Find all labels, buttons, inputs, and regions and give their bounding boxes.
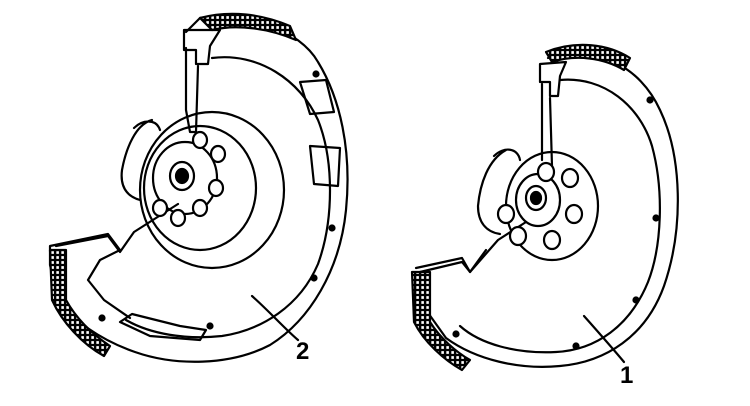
flywheel-2-crank (120, 118, 162, 202)
flywheel-1-teeth-bottom (410, 270, 472, 372)
callout-2: 2 (296, 338, 310, 365)
flywheel-1 (410, 43, 679, 372)
flywheel-2-bolts (151, 130, 227, 228)
flywheel-2-rib-2 (308, 144, 342, 188)
flywheel-2-teeth-top (198, 12, 298, 42)
flywheel-2-holes (98, 70, 336, 330)
flywheel-2-rib-1 (298, 78, 336, 116)
flywheel-1-leader (582, 314, 626, 364)
flywheel-1-inner-rim (458, 78, 661, 354)
flywheel-1-crank (476, 148, 522, 236)
flywheel-2-cutaway-top (182, 28, 222, 66)
flywheel-1-holes (452, 96, 660, 350)
flywheel-1-rim (418, 52, 679, 368)
flywheel-1-cutaway-bottom (414, 220, 528, 274)
flywheel-2-leader (250, 294, 300, 342)
flywheel-2 (48, 12, 349, 363)
flywheel-1-bolts (496, 161, 584, 251)
flywheel-2-rib-3 (118, 312, 208, 342)
flywheel-1-teeth-top (544, 43, 632, 72)
flywheel-1-cutaway-top (538, 60, 568, 98)
flywheel-2-teeth-bottom (48, 248, 112, 358)
flywheel-2-face (138, 110, 286, 270)
callout-1: 1 (620, 362, 634, 389)
flywheel-2-cutaway-bottom (54, 202, 180, 254)
flywheel-2-inner-rim (124, 56, 332, 339)
